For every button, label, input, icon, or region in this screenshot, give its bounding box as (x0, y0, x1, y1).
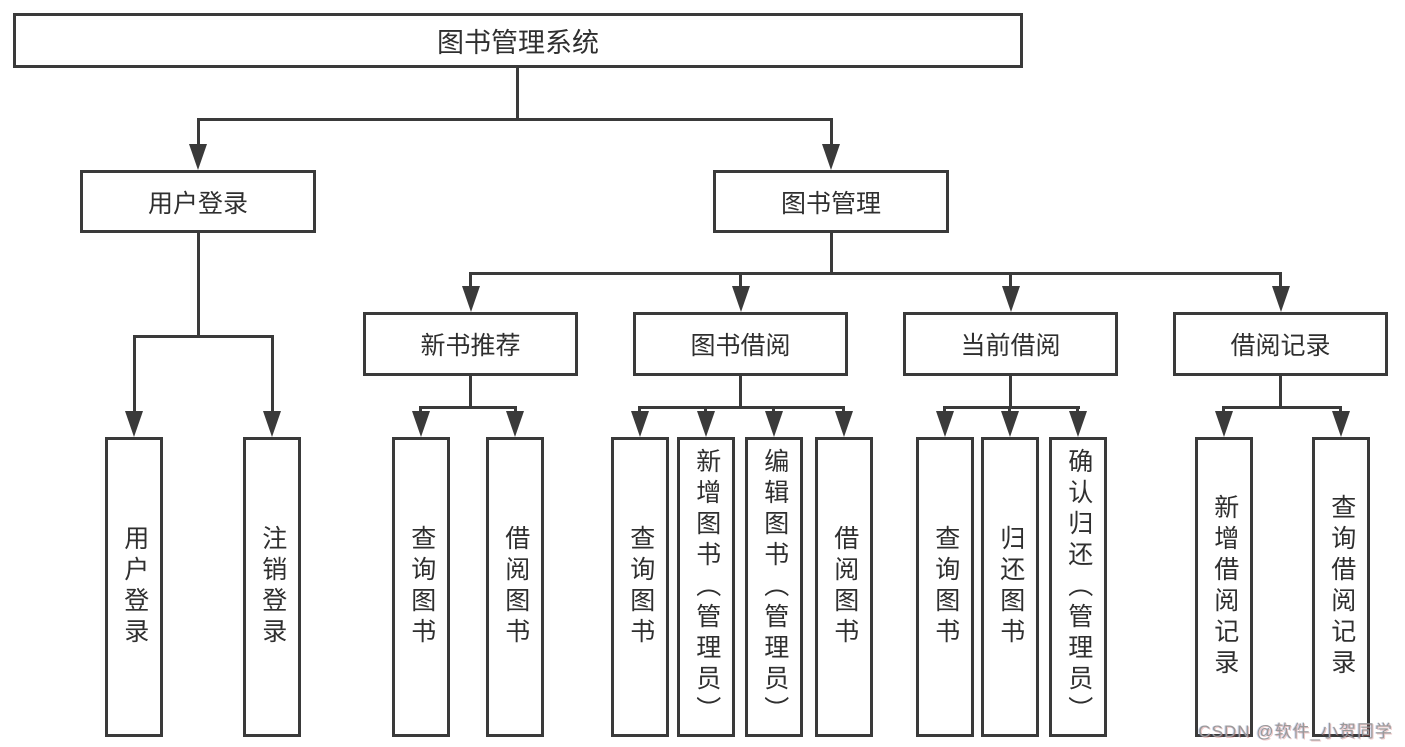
connector-to-book-management (830, 118, 833, 148)
node-new-book-recommend-label: 新书推荐 (420, 332, 521, 360)
arrow-down-current (1002, 286, 1020, 312)
connector-current-stem (1009, 376, 1012, 408)
arrow-down-recd-leaf2 (1332, 411, 1350, 437)
arrow-down-leaf-logout (263, 411, 281, 437)
arrow-down-cur-leaf2 (1001, 411, 1019, 437)
leaf-query-books-recommend-label: 查询图书 (407, 525, 436, 649)
node-borrow-records-label: 借阅记录 (1230, 332, 1331, 360)
leaf-return-books-label: 归还图书 (996, 525, 1025, 649)
leaf-query-books-current: 查询图书 (916, 437, 974, 737)
leaf-query-borrow-record-label: 查询借阅记录 (1327, 494, 1356, 680)
connector-cur-leaf2 (1008, 406, 1011, 415)
connector-cur-leaf3 (1076, 406, 1079, 415)
connector-cur-leaf1 (943, 406, 946, 415)
connector-to-recommend (469, 272, 472, 288)
arrow-down-rec-leaf2 (506, 411, 524, 437)
connector-recd-leaf2 (1339, 406, 1342, 415)
arrow-down-recd-leaf1 (1215, 411, 1233, 437)
leaf-query-books-borrow: 查询图书 (611, 437, 669, 737)
connector-mgmt-stem (830, 233, 833, 274)
connector-bor-leaf1 (638, 406, 641, 415)
connector-recd-leaf1 (1222, 406, 1225, 415)
connector-to-current (1009, 272, 1012, 288)
node-book-management: 图书管理 (713, 170, 949, 233)
arrow-down-borrow (732, 286, 750, 312)
connector-root-crossbar (197, 118, 833, 121)
leaf-query-books-borrow-label: 查询图书 (626, 525, 655, 649)
connector-login-crossbar (133, 335, 274, 338)
node-current-borrow-label: 当前借阅 (960, 332, 1061, 360)
connector-recommend-crossbar (419, 406, 517, 409)
connector-borrow-stem (739, 376, 742, 408)
connector-mgmt-crossbar (469, 272, 1282, 275)
arrow-down-book-management (822, 144, 840, 170)
leaf-borrow-books-recommend: 借阅图书 (486, 437, 544, 737)
leaf-logout-login-label: 注销登录 (258, 525, 287, 649)
leaf-return-books: 归还图书 (981, 437, 1039, 737)
leaf-logout-login: 注销登录 (243, 437, 301, 737)
arrow-down-recommend (462, 286, 480, 312)
leaf-add-borrow-record: 新增借阅记录 (1195, 437, 1253, 737)
connector-to-leaf-logout (271, 335, 274, 415)
node-new-book-recommend: 新书推荐 (363, 312, 578, 376)
connector-to-borrow (739, 272, 742, 288)
arrow-down-records (1272, 286, 1290, 312)
arrow-down-rec-leaf1 (412, 411, 430, 437)
leaf-query-borrow-record: 查询借阅记录 (1312, 437, 1370, 737)
connector-current-crossbar (943, 406, 1080, 409)
node-book-borrow: 图书借阅 (633, 312, 848, 376)
arrow-down-bor-leaf1 (631, 411, 649, 437)
connector-to-leaf-login (133, 335, 136, 415)
node-book-borrow-label: 图书借阅 (690, 332, 791, 360)
connector-bor-leaf2 (704, 406, 707, 415)
connector-recommend-stem (469, 376, 472, 408)
leaf-user-login: 用户登录 (105, 437, 163, 737)
connector-to-user-login (197, 118, 200, 148)
arrow-down-cur-leaf1 (936, 411, 954, 437)
leaf-borrow-books-label: 借阅图书 (830, 525, 859, 649)
leaf-borrow-books: 借阅图书 (815, 437, 873, 737)
connector-bor-leaf4 (842, 406, 845, 415)
leaf-user-login-label: 用户登录 (120, 525, 149, 649)
leaf-edit-book-admin: 编辑图书（管理员） (745, 437, 803, 737)
node-book-management-label: 图书管理 (780, 189, 881, 218)
leaf-query-books-recommend: 查询图书 (392, 437, 450, 737)
leaf-borrow-books-recommend-label: 借阅图书 (501, 525, 530, 649)
leaf-add-borrow-record-label: 新增借阅记录 (1210, 494, 1239, 680)
leaf-edit-book-admin-label: 编辑图书（管理员） (760, 447, 789, 727)
connector-login-stem (197, 233, 200, 337)
node-root-library-system: 图书管理系统 (13, 13, 1023, 68)
arrow-down-bor-leaf3 (765, 411, 783, 437)
leaf-confirm-return-admin: 确认归还（管理员） (1049, 437, 1107, 737)
arrow-down-bor-leaf2 (697, 411, 715, 437)
arrow-down-user-login (189, 144, 207, 170)
node-user-login: 用户登录 (80, 170, 316, 233)
connector-rec-leaf1 (419, 406, 422, 415)
connector-borrow-crossbar (638, 406, 845, 409)
arrow-down-bor-leaf4 (835, 411, 853, 437)
leaf-add-book-admin-label: 新增图书（管理员） (692, 447, 721, 727)
leaf-query-books-current-label: 查询图书 (931, 525, 960, 649)
node-current-borrow: 当前借阅 (903, 312, 1118, 376)
csdn-watermark: CSDN @软件_小贺同学 (1198, 722, 1393, 741)
connector-records-crossbar (1222, 406, 1342, 409)
connector-rec-leaf2 (514, 406, 517, 415)
connector-bor-leaf3 (772, 406, 775, 415)
node-user-login-label: 用户登录 (147, 189, 248, 218)
connector-records-stem (1279, 376, 1282, 408)
arrow-down-cur-leaf3 (1069, 411, 1087, 437)
connector-root-stem (516, 68, 519, 120)
leaf-confirm-return-admin-label: 确认归还（管理员） (1064, 447, 1093, 727)
node-root-label: 图书管理系统 (437, 28, 599, 58)
node-borrow-records: 借阅记录 (1173, 312, 1388, 376)
arrow-down-leaf-login (125, 411, 143, 437)
leaf-add-book-admin: 新增图书（管理员） (677, 437, 735, 737)
connector-to-records (1279, 272, 1282, 288)
